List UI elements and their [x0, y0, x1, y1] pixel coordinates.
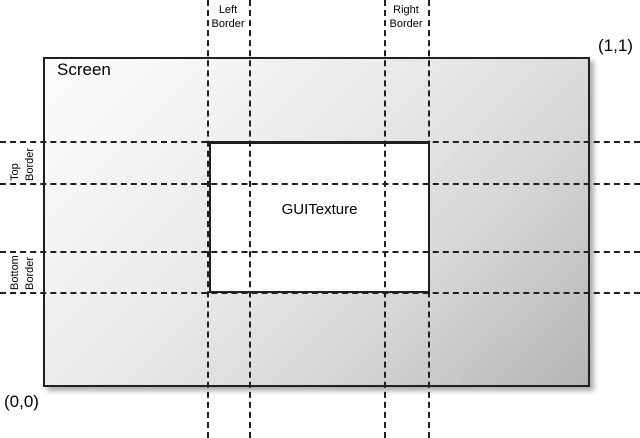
screen-edge-left [43, 57, 45, 387]
guide-line-left-border-inner [249, 0, 251, 438]
screen-label: Screen [57, 60, 111, 79]
guitexture-edge-right [428, 142, 430, 293]
bottom-border-label-line1: Bottom [9, 255, 21, 290]
left-border-label: Left Border [207, 4, 249, 32]
guide-line-bottom-border-outer [0, 292, 640, 294]
guide-line-bottom-border-inner [0, 251, 640, 253]
screen-edge-bottom [43, 385, 590, 387]
corner-label-bottom-left: (0,0) [4, 392, 39, 411]
guitexture-rectangle [209, 142, 430, 293]
left-border-label-line2: Border [211, 17, 245, 30]
right-border-label: Right Border [384, 4, 428, 32]
guitexture-edge-bottom [209, 291, 430, 293]
right-border-label-line2: Border [389, 17, 423, 30]
top-border-label-line1: Top [9, 163, 21, 181]
guide-line-right-border-inner [384, 0, 386, 438]
left-border-label-line1: Left [218, 4, 238, 16]
guide-line-top-border-inner [0, 183, 640, 185]
bottom-border-label-line2: Border [24, 256, 36, 290]
guitexture-label: GUITexture [281, 201, 358, 218]
screen-edge-top [43, 57, 590, 59]
guide-line-left-border-outer [207, 0, 209, 438]
guitexture-edge-top [209, 141, 430, 143]
corner-label-top-right: (1,1) [598, 36, 633, 55]
top-border-label-line2: Border [24, 147, 36, 181]
guitexture-edge-left [209, 142, 211, 293]
right-border-label-line1: Right [393, 4, 419, 16]
screen-edge-right [588, 57, 590, 387]
